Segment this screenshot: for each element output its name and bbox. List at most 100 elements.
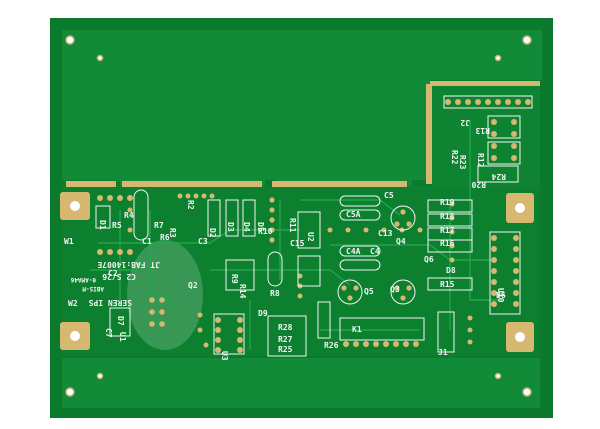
pad (193, 193, 199, 199)
silk-label-c1: C1 (142, 237, 152, 246)
pad (449, 201, 455, 207)
pad (269, 197, 275, 203)
silk-label-c5: C5 (384, 191, 394, 200)
pad (485, 99, 491, 105)
pad (525, 99, 531, 105)
fab-line-5: 0-AMA46 (70, 276, 96, 283)
silk-label-d9: D9 (258, 309, 268, 318)
pad (491, 119, 497, 125)
silk-label-q3: Q3 (390, 285, 400, 294)
pad (491, 301, 497, 307)
silk-label-r28: R28 (278, 323, 293, 332)
silk-label-d6: D6 (496, 291, 506, 300)
slot-pads (66, 81, 540, 187)
traces (90, 120, 500, 350)
silk-label-j2: J2 (460, 118, 470, 127)
silk-label-d4: D4 (242, 222, 251, 232)
pad (491, 279, 497, 285)
silk-label-r7: R7 (154, 221, 164, 230)
fab-line-4: C2 S/26 (102, 272, 136, 281)
pad (491, 257, 497, 263)
silk-label-c4a: C4A (346, 247, 361, 256)
pad (491, 155, 497, 161)
pad (97, 249, 103, 255)
silk-label-d3: D3 (226, 222, 235, 232)
pad (449, 243, 455, 249)
pad (513, 290, 519, 296)
pad (149, 297, 155, 303)
pad (215, 347, 221, 353)
pad (511, 143, 517, 149)
pad (209, 193, 215, 199)
pad (363, 227, 369, 233)
pad (237, 327, 243, 333)
silk-label-u10: U10 (496, 288, 505, 303)
pad (511, 131, 517, 137)
silk-label-r22: R22 (450, 150, 459, 165)
pad (505, 99, 511, 105)
pad (107, 249, 113, 255)
pad (343, 341, 349, 347)
pad (449, 257, 455, 263)
silk-label-r23: R23 (458, 155, 467, 170)
pad (237, 317, 243, 323)
pad (159, 321, 165, 327)
lower-ground-area (62, 358, 540, 408)
pad (373, 341, 379, 347)
pad (381, 227, 387, 233)
pad (413, 341, 419, 347)
pad (345, 227, 351, 233)
silk-label-d2: D2 (208, 228, 217, 238)
silk-label-r11: R11 (288, 218, 297, 233)
pad (297, 273, 303, 279)
silk-label-q5: Q5 (364, 287, 374, 296)
pad (467, 339, 473, 345)
pad (177, 193, 183, 199)
component-outlines (95, 95, 533, 357)
glare (127, 240, 203, 350)
pad (159, 297, 165, 303)
pad (491, 235, 497, 241)
pad (269, 207, 275, 213)
silk-label-d5: D5 (256, 222, 265, 232)
pad (127, 195, 133, 201)
silk-label-r15: R15 (440, 280, 455, 289)
pad (511, 155, 517, 161)
pad (269, 227, 275, 233)
silk-label-u1: U1 (118, 332, 127, 342)
pads (97, 99, 531, 353)
silk-label-c3: C3 (198, 237, 208, 246)
silk-label-d1: D1 (98, 220, 107, 230)
pad (491, 131, 497, 137)
silk-label-r25: R25 (278, 345, 293, 354)
pad (149, 321, 155, 327)
pad (269, 217, 275, 223)
silk-label-c5a: C5A (346, 210, 361, 219)
pad (511, 119, 517, 125)
fab-marking: JT FAB:14007E SEREN IPS ABIS-M C2 S/26 0… (70, 260, 160, 307)
pad (449, 215, 455, 221)
silk-label-u2: U2 (306, 232, 315, 242)
pad (491, 143, 497, 149)
pad (127, 227, 133, 233)
pad (406, 221, 412, 227)
fab-line-3: ABIS-M (82, 285, 104, 292)
silk-label-r5: R5 (112, 221, 122, 230)
silk-label-r17: R17 (440, 226, 455, 235)
pad (97, 195, 103, 201)
pad (117, 195, 123, 201)
silk-label-r16: R16 (440, 239, 455, 248)
pad (465, 99, 471, 105)
pad (400, 209, 406, 215)
pad (449, 229, 455, 235)
silk-label-k1: K1 (352, 325, 362, 334)
silk-label-r20: R20 (471, 180, 486, 189)
pad (237, 347, 243, 353)
silk-label-r12: R12 (476, 153, 485, 168)
silk-label-r27: R27 (278, 335, 293, 344)
pad (347, 295, 353, 301)
pad (495, 99, 501, 105)
silk-label-r14: R14 (238, 284, 247, 299)
pad (406, 285, 412, 291)
